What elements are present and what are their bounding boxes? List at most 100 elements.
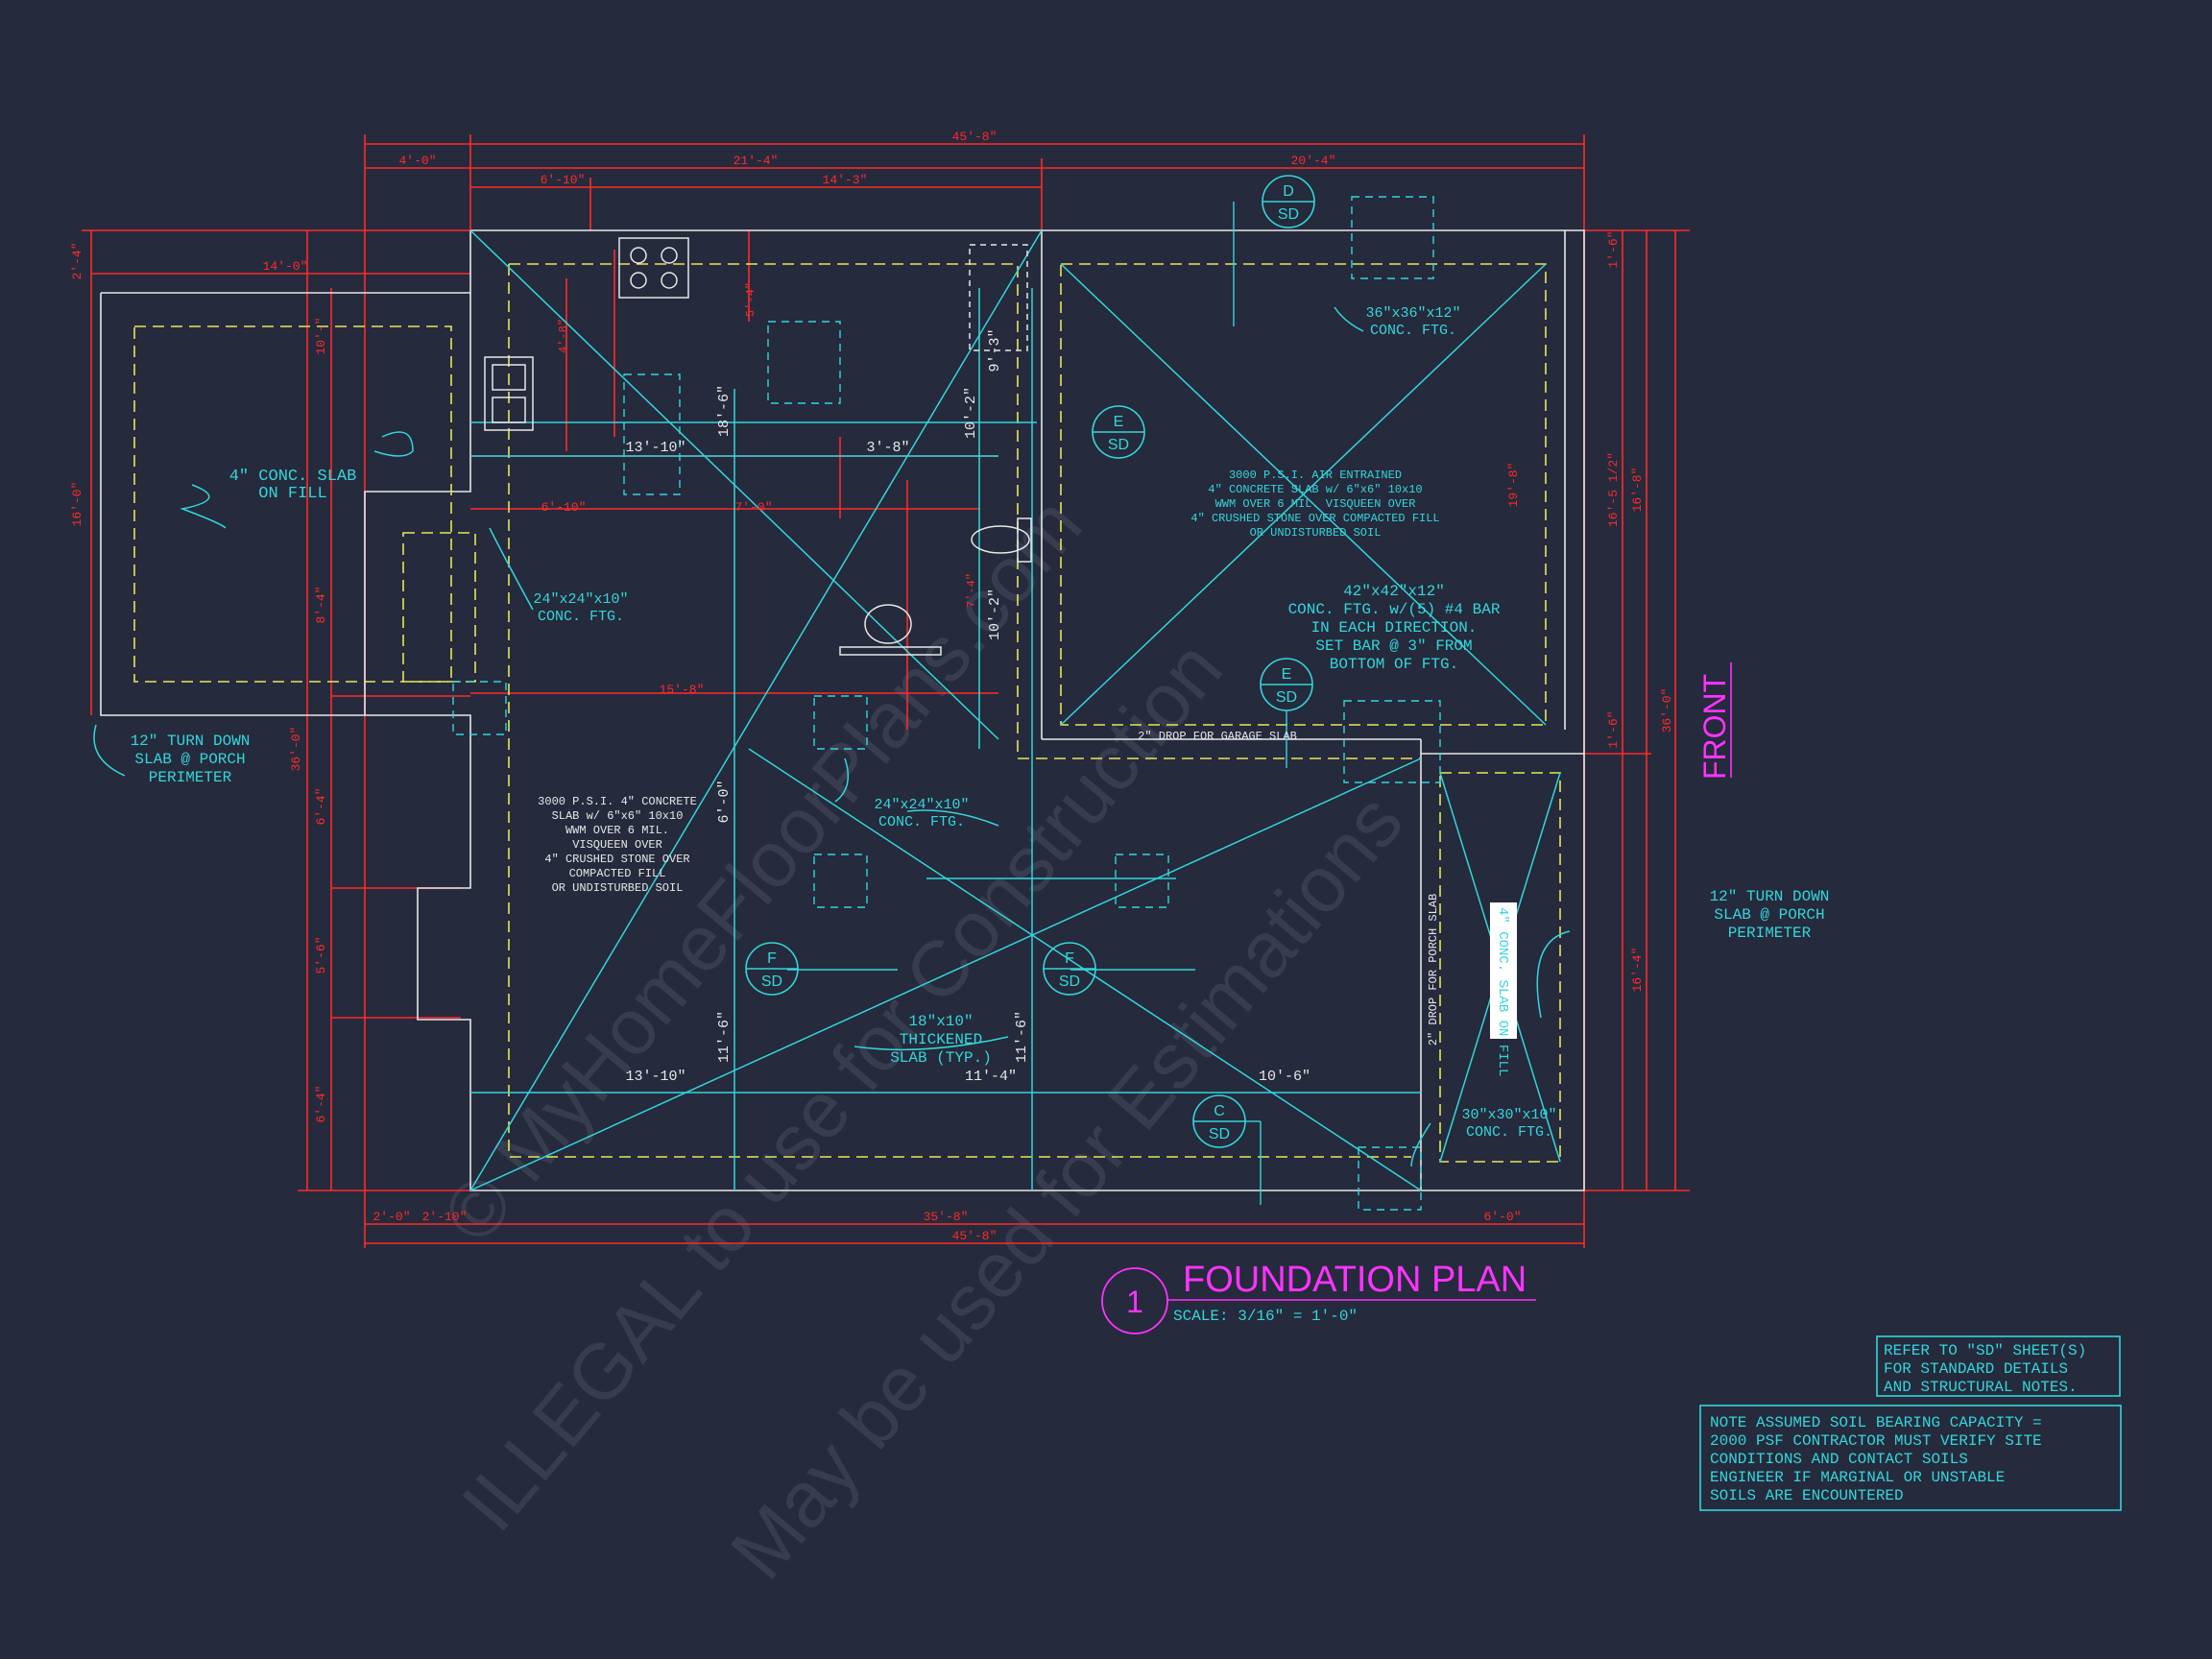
front-label: FRONT (1697, 674, 1732, 780)
dim-interior: 10'-2" (987, 589, 1003, 640)
leader-lines (93, 306, 1571, 1167)
dim-right: 1'-6" (1606, 230, 1621, 268)
dim-left: 10'-" (314, 317, 328, 354)
plumbing-fixtures (484, 237, 1032, 656)
dim-interior: 10'-6" (1259, 1069, 1310, 1085)
note-line: NOTE ASSUMED SOIL BEARING CAPACITY = (1710, 1414, 2042, 1431)
section-marker-c: C SD (1192, 1094, 1262, 1205)
drawing-title-text: FOUNDATION PLAN (1183, 1260, 1527, 1300)
dim-interior: 7'-4" (965, 573, 978, 608)
dim-left: 8'-4" (314, 586, 328, 623)
note-line: SLAB w/ 6"x6" 10x10 (552, 809, 684, 823)
sink-icon (484, 356, 534, 431)
right-dimension-labels: 1'-6" 16'-8" 16'-5 1/2" 36'-0" 1'-6" 16'… (1506, 230, 1674, 992)
section-marker-sheet: SD (1059, 974, 1080, 990)
note-line: SET BAR @ 3" FROM (1315, 637, 1472, 655)
note-line: SLAB @ PORCH (134, 751, 245, 768)
drawing-scale: SCALE: 3/16" = 1'-0" (1173, 1308, 1358, 1325)
note-line: 36"x36"x12" (1365, 305, 1460, 322)
dim-interior: 11'-6" (716, 1011, 733, 1063)
house-slab-note: 3000 P.S.I. 4" CONCRETE SLAB w/ 6"x6" 10… (538, 795, 697, 895)
note-line: 3000 P.S.I. 4" CONCRETE (538, 795, 697, 808)
note-line: 4" CRUSHED STONE OVER COMPACTED FILL (1190, 512, 1439, 525)
section-marker-letter: E (1282, 666, 1292, 683)
dim-top-left: 4'-0" (398, 154, 436, 168)
note-line: ENGINEER IF MARGINAL OR UNSTABLE (1710, 1469, 2005, 1486)
soil-note-box: NOTE ASSUMED SOIL BEARING CAPACITY = 200… (1699, 1405, 2122, 1511)
footing-24-note-a: 24"x24"x10" CONC. FTG. (533, 591, 628, 625)
dim-interior: 3'-8" (866, 440, 909, 456)
note-line: SLAB (TYP.) (890, 1049, 992, 1067)
refer-note-box: REFER TO "SD" SHEET(S) FOR STANDARD DETA… (1876, 1335, 2121, 1397)
dim-bottom-a: 2'-0" (373, 1210, 410, 1224)
note-line: REFER TO "SD" SHEET(S) (1884, 1342, 2086, 1359)
note-line: WWM OVER 6 MIL. (565, 824, 669, 837)
garage-slab-note: 3000 P.S.I. AIR ENTRAINED 4" CONCRETE SL… (1190, 469, 1439, 540)
section-marker-e2: E SD (1260, 658, 1313, 768)
note-line: PERIMETER (1728, 925, 1812, 942)
porch-slab-note: 4" CONC. SLAB ON FILL (229, 468, 357, 503)
dim-left: 16'-0" (70, 482, 84, 527)
note-line: CONC. FTG. (878, 814, 965, 830)
dim-right: 16'-4" (1630, 948, 1645, 993)
dim-left: 2'-4" (70, 242, 84, 279)
thickened-slab-note: 18"x10" THICKENED SLAB (TYP.) (890, 1013, 992, 1067)
porch-drop-note: 2" DROP FOR PORCH SLAB (1427, 894, 1440, 1046)
dim-right: 19'-8" (1506, 463, 1521, 508)
note-line: 2000 PSF CONTRACTOR MUST VERIFY SITE (1710, 1432, 2042, 1450)
dim-interior: 11'-4" (965, 1069, 1017, 1085)
drawing-number: 1 (1126, 1285, 1143, 1319)
note-line: VISQUEEN OVER (572, 838, 662, 852)
dim-interior: 9'-3" (987, 328, 1003, 372)
note-line: 4" CONC. SLAB (229, 468, 357, 486)
note-line: WWM OVER 6 MIL. VISQUEEN OVER (1215, 497, 1416, 511)
note-line: CONC. FTG. w/(5) #4 BAR (1288, 601, 1501, 618)
dim-left: 5'-6" (314, 936, 328, 974)
dim-porch-width: 14'-0" (263, 259, 308, 274)
dim-right: 16'-8" (1630, 468, 1645, 513)
dim-bottom-c: 35'-8" (924, 1210, 969, 1224)
section-marker-sheet: SD (1276, 689, 1297, 706)
dim-interior: 6'-10" (541, 500, 587, 515)
note-line: CONC. FTG. (538, 609, 624, 625)
dim-interior: 13'-10" (625, 1069, 685, 1085)
dim-interior: 10'-2" (963, 387, 979, 439)
dim-interior: 15'-8" (660, 683, 705, 697)
note-line: 4" CRUSHED STONE OVER (544, 853, 689, 866)
note-line: 18"x10" (908, 1013, 973, 1030)
watermark-line-3: May be used for Estimations (714, 779, 1420, 1596)
section-marker-sheet: SD (1278, 206, 1299, 223)
note-line: FOR STANDARD DETAILS (1884, 1360, 2068, 1378)
dim-interior: 13'-10" (625, 440, 685, 456)
note-line: ON FILL (258, 485, 326, 503)
note-line: AND STRUCTURAL NOTES. (1884, 1379, 2078, 1396)
footing-36-note: 36"x36"x12" CONC. FTG. (1365, 305, 1460, 339)
note-line: 42"x42"x12" (1343, 583, 1445, 600)
foundation-walls (100, 229, 1585, 1191)
drawing-title: 1 FOUNDATION PLAN SCALE: 3/16" = 1'-0" (1101, 1260, 1536, 1334)
dim-bottom-total: 45'-8" (952, 1229, 998, 1243)
section-markers: D SD E SD E SD F SD F SD (745, 175, 1315, 1205)
note-line: CONC. FTG. (1370, 323, 1456, 339)
section-marker-d: D SD (1233, 175, 1315, 326)
footing-24-note-b: 24"x24"x10" CONC. FTG. (874, 797, 969, 830)
dim-left: 6'-4" (314, 787, 328, 825)
section-marker-sheet: SD (761, 974, 782, 990)
note-line: THICKENED (900, 1031, 982, 1048)
dim-right: 36'-0" (1660, 688, 1674, 733)
dim-left: 36'-0" (289, 727, 303, 772)
dim-interior: 11'-6" (1014, 1011, 1030, 1063)
section-marker-sheet: SD (1108, 437, 1129, 453)
stove-icon (618, 237, 689, 299)
dim-interior: 4'-8" (557, 319, 570, 353)
note-line: 4" CONCRETE SLAB w/ 6"x6" 10x10 (1208, 483, 1422, 496)
footing-42-note: 42"x42"x12" CONC. FTG. w/(5) #4 BAR IN E… (1288, 583, 1501, 673)
section-marker-letter: D (1283, 183, 1294, 200)
section-marker-letter: F (1065, 950, 1074, 967)
section-marker-letter: E (1114, 414, 1124, 430)
note-line: 30"x30"x10" (1461, 1107, 1556, 1123)
note-line: CONC. FTG. (1466, 1124, 1552, 1141)
note-line: BOTTOM OF FTG. (1330, 656, 1458, 673)
